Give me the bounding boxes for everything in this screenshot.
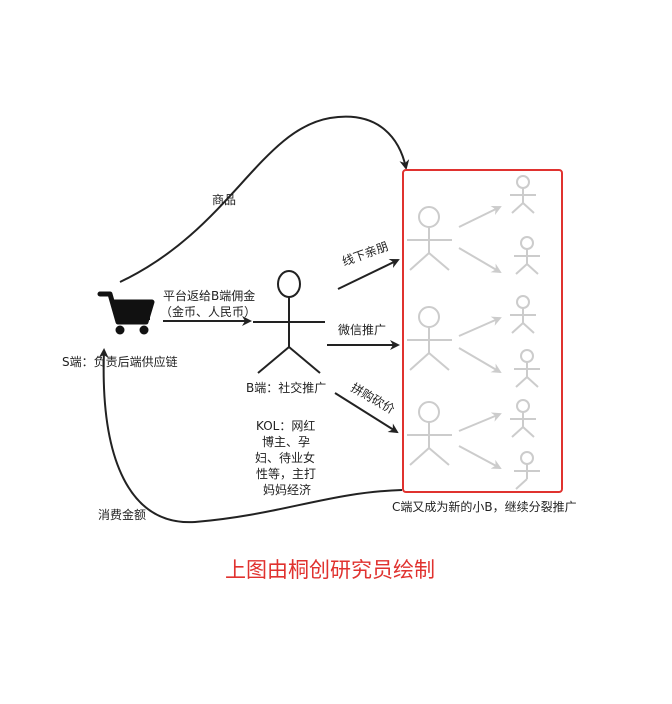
c-side-label: C端又成为新的小B，继续分裂推广	[392, 499, 577, 514]
kol-line: 妇、待业女	[255, 450, 315, 465]
group-buy-label: 拼购砍价	[349, 380, 398, 417]
c-person-icon	[407, 306, 452, 371]
c-spread-arrows	[458, 206, 502, 469]
offline-arrow	[337, 258, 400, 290]
b-side-label: B端：社交推广	[246, 380, 326, 395]
c-side-figures	[407, 175, 540, 490]
small-person-icon	[510, 399, 536, 438]
s-side-label: S端：负责后端供应链	[62, 354, 178, 369]
spending-label: 消费金额	[98, 507, 146, 522]
c-person-icon	[407, 401, 452, 466]
commission-label-line2: （金币、人民币）	[160, 304, 256, 319]
small-person-icon	[510, 295, 536, 334]
kol-line: KOL：网红	[256, 418, 315, 433]
small-person-icon	[510, 175, 536, 214]
commission-label-line1: 平台返给B端佣金	[163, 288, 255, 303]
small-person-icon	[514, 236, 540, 275]
kol-line: 博主、孕	[262, 434, 310, 449]
kol-line: 性等，主打	[256, 467, 316, 481]
kol-description: KOL：网红 博主、孕 妇、待业女 性等，主打 妈妈经济	[255, 418, 316, 497]
c-person-icon	[407, 206, 452, 271]
offline-label: 线下亲朋	[340, 239, 390, 269]
b-side-person-icon	[253, 270, 325, 374]
kol-line: 妈妈经济	[263, 482, 311, 497]
spending-flow-arrow	[98, 348, 403, 524]
small-person-icon	[514, 349, 540, 388]
footer-credit: 上图由桐创研究员绘制	[225, 558, 435, 582]
goods-label: 商品	[212, 192, 236, 207]
shopping-cart-icon	[97, 291, 155, 335]
wechat-label: 微信推广	[338, 323, 386, 337]
group-buy-arrow	[334, 392, 399, 434]
goods-flow-arrow	[119, 115, 410, 283]
c-side-box	[402, 169, 563, 493]
small-person-icon	[514, 451, 540, 490]
